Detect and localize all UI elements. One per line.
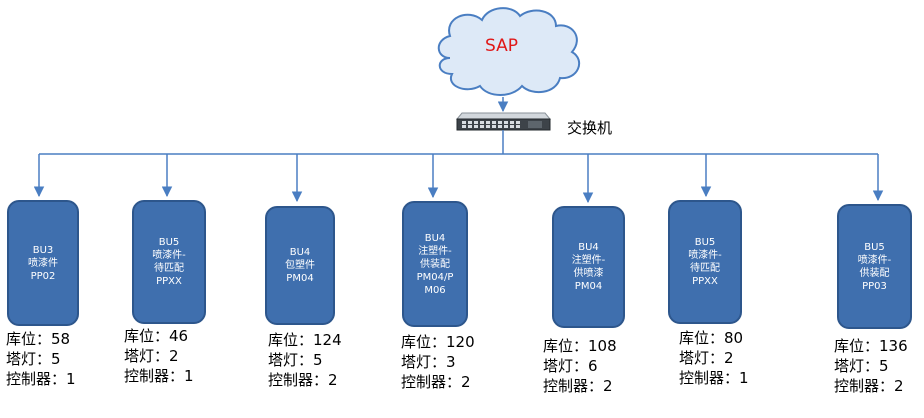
storage-count: 库位：58 bbox=[6, 330, 71, 348]
node-line: BU5 bbox=[694, 237, 716, 248]
tower-light-count: 塔灯：5 bbox=[834, 357, 889, 375]
node-line: BU5 bbox=[864, 241, 885, 253]
tower-light-count: 塔灯：3 bbox=[401, 353, 456, 371]
storage-count: 库位：80 bbox=[679, 329, 744, 347]
controller-count: 控制器：1 bbox=[124, 367, 194, 385]
switch-icon bbox=[455, 112, 552, 131]
node-info: 库位：46 塔灯：2 控制器：1 bbox=[124, 326, 194, 386]
node-line: M06 bbox=[424, 284, 446, 296]
storage-node-bu3-pp02: BU3 喷漆件 PP02 bbox=[7, 200, 79, 326]
storage-count: 库位：120 bbox=[401, 333, 475, 351]
tower-light-count: 塔灯：5 bbox=[6, 350, 61, 368]
node-line: 喷漆件- bbox=[857, 254, 892, 266]
sap-label: SAP bbox=[485, 36, 518, 56]
node-line: BU5 bbox=[158, 237, 180, 248]
node-line: 待匹配 bbox=[154, 263, 184, 274]
node-line: 注塑件- bbox=[571, 255, 606, 266]
node-line: PPXX bbox=[692, 276, 718, 287]
storage-node-bu4-pm04-spray: BU4 注塑件- 供喷漆 PM04 bbox=[552, 206, 625, 328]
storage-node-bu4-pm04-pm06: BU4 注塑件- 供装配 PM04/P M06 bbox=[402, 201, 468, 327]
storage-node-bu4-pm04: BU4 包塑件 PM04 bbox=[265, 206, 335, 325]
storage-count: 库位：108 bbox=[543, 337, 617, 355]
controller-count: 控制器：2 bbox=[268, 371, 338, 389]
node-info: 库位：120 塔灯：3 控制器：2 bbox=[401, 332, 475, 392]
node-line: PP03 bbox=[862, 280, 887, 292]
node-info: 库位：58 塔灯：5 控制器：1 bbox=[6, 329, 76, 389]
switch-label: 交换机 bbox=[567, 119, 613, 137]
tower-light-count: 塔灯：2 bbox=[679, 349, 734, 367]
node-line: 供装配 bbox=[420, 258, 450, 270]
node-info: 库位：108 塔灯：6 控制器：2 bbox=[543, 336, 617, 396]
controller-count: 控制器：1 bbox=[679, 369, 749, 387]
node-line: 喷漆件- bbox=[688, 250, 722, 261]
node-line: 包塑件 bbox=[285, 260, 315, 271]
node-line: PPXX bbox=[156, 276, 182, 287]
storage-count: 库位：124 bbox=[268, 331, 342, 349]
cloud-icon bbox=[437, 7, 581, 96]
controller-count: 控制器：1 bbox=[6, 370, 76, 388]
tower-light-count: 塔灯：2 bbox=[124, 347, 179, 365]
storage-count: 库位：46 bbox=[124, 327, 189, 345]
node-info: 库位：80 塔灯：2 控制器：1 bbox=[679, 328, 749, 388]
controller-count: 控制器：2 bbox=[401, 373, 471, 391]
node-line: PM04 bbox=[574, 281, 603, 292]
node-line: BU3 bbox=[32, 244, 54, 256]
tower-light-count: 塔灯：6 bbox=[543, 357, 598, 375]
node-line: PM04/P bbox=[416, 271, 454, 283]
node-line: PP02 bbox=[30, 270, 56, 282]
node-line: 供装配 bbox=[859, 267, 890, 279]
node-line: PM04 bbox=[286, 273, 314, 284]
node-line: BU4 bbox=[424, 232, 446, 244]
node-line: BU4 bbox=[289, 247, 311, 258]
storage-node-bu5-pp03: BU5 喷漆件- 供装配 PP03 bbox=[837, 204, 912, 329]
node-info: 库位：136 塔灯：5 控制器：2 bbox=[834, 336, 908, 396]
storage-node-bu5-ppxx: BU5 喷漆件- 待匹配 PPXX bbox=[132, 200, 206, 324]
node-info: 库位：124 塔灯：5 控制器：2 bbox=[268, 330, 342, 390]
node-line: 喷漆件 bbox=[28, 257, 58, 269]
node-line: 注塑件- bbox=[418, 245, 452, 257]
node-line: 待匹配 bbox=[690, 263, 720, 274]
node-line: 供喷漆 bbox=[573, 268, 604, 279]
storage-node-bu5-ppxx-2: BU5 喷漆件- 待匹配 PPXX bbox=[668, 200, 742, 324]
controller-count: 控制器：2 bbox=[834, 377, 904, 395]
node-line: 喷漆件- bbox=[152, 250, 186, 261]
storage-count: 库位：136 bbox=[834, 337, 908, 355]
controller-count: 控制器：2 bbox=[543, 377, 613, 395]
node-line: BU4 bbox=[578, 242, 599, 253]
tower-light-count: 塔灯：5 bbox=[268, 351, 323, 369]
